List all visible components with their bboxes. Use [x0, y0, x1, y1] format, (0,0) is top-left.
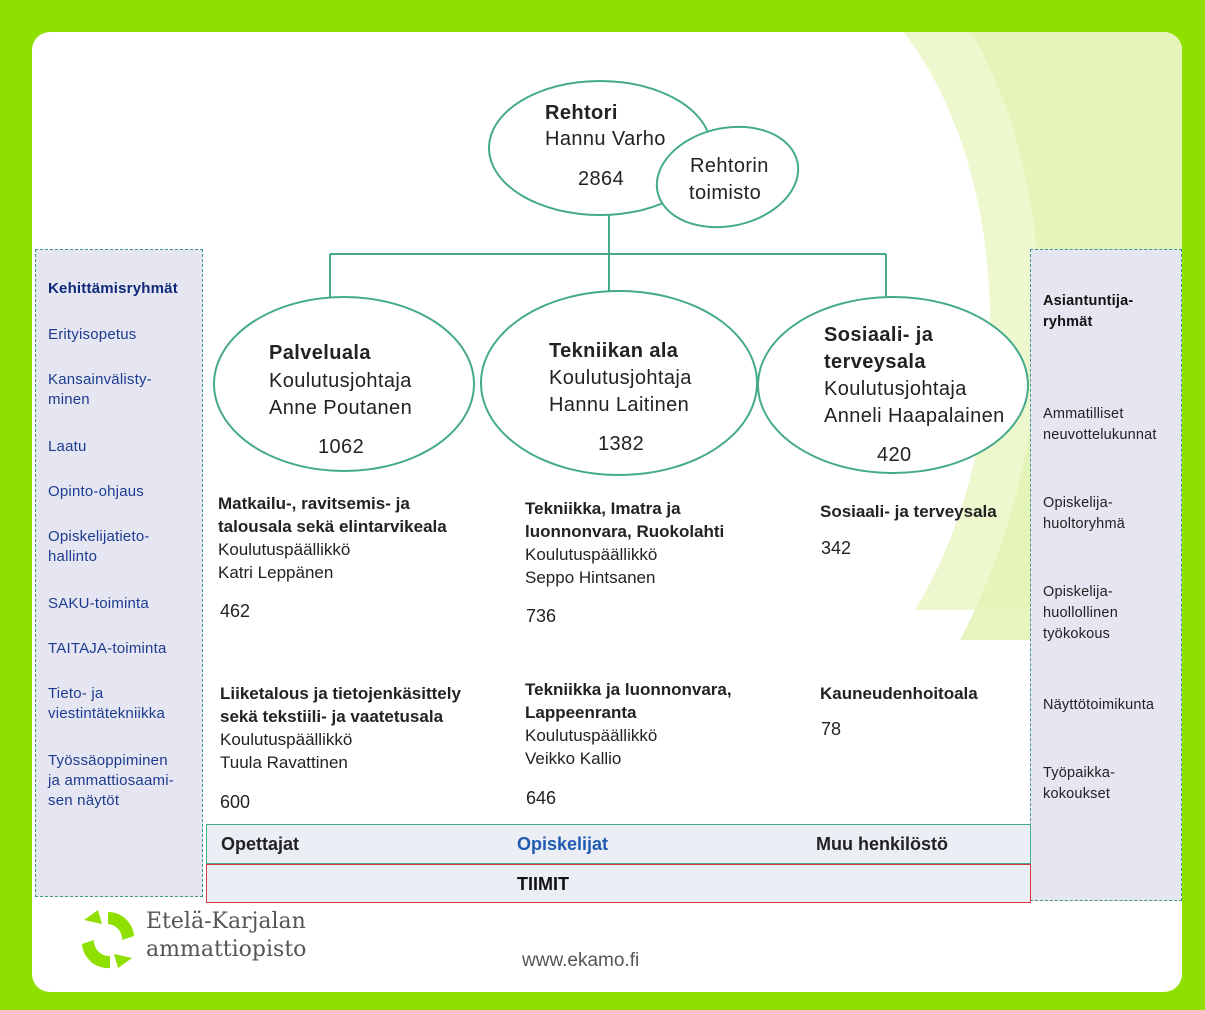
- teams-label: TIIMIT: [517, 874, 569, 894]
- unit-count: 736: [526, 606, 557, 626]
- expert-group-item: Työpaikka- kokoukset: [1043, 765, 1116, 802]
- unit-block: Tekniikka, Imatra ja luonnonvara, Ruokol…: [525, 497, 724, 589]
- unit-role: Koulutuspäällikkö: [218, 540, 351, 559]
- development-group-item: Työssäoppiminen ja ammattiosaami- sen nä…: [48, 752, 174, 809]
- division-head-name: Anne Poutanen: [269, 397, 413, 419]
- rector-count: 2864: [578, 168, 625, 190]
- unit-title: talousala sekä elintarvikeala: [218, 517, 447, 536]
- development-group-item: Opinto-ohjaus: [48, 483, 144, 500]
- organization-logo-text: Etelä-Karjalan ammattiopisto: [146, 908, 306, 964]
- division-count: 1382: [598, 433, 645, 455]
- unit-role: Koulutuspäällikkö: [220, 730, 353, 749]
- division-role: Koulutusjohtaja: [269, 370, 412, 392]
- unit-block: Kauneudenhoitoala: [820, 682, 978, 705]
- unit-block: Sosiaali- ja terveysala: [820, 500, 997, 523]
- development-group-item: Erityisopetus: [48, 326, 137, 343]
- unit-title: luonnonvara, Ruokolahti: [525, 522, 725, 541]
- other-staff-label: Muu henkilöstö: [816, 834, 948, 854]
- unit-count: 78: [821, 719, 842, 739]
- expert-group-item: Ammatilliset neuvottelukunnat: [1043, 406, 1157, 443]
- expert-group-item: Opiskelija- huollollinen työkokous: [1043, 584, 1118, 642]
- unit-title: sekä tekstiili- ja vaatetusala: [220, 707, 444, 726]
- expert-groups-panel: Asiantuntija- ryhmät Ammatilliset neuvot…: [1030, 249, 1182, 901]
- unit-block: Matkailu-, ravitsemis- ja talousala sekä…: [218, 492, 447, 584]
- development-groups-heading: Kehittämisryhmät: [48, 280, 178, 297]
- unit-title: Kauneudenhoitoala: [820, 684, 978, 703]
- expert-group-item: Opiskelija- huoltoryhmä: [1043, 495, 1125, 532]
- logo-line: Etelä-Karjalan: [146, 909, 306, 934]
- unit-title: Sosiaali- ja terveysala: [820, 502, 997, 521]
- division-title: Tekniikan ala: [549, 340, 679, 362]
- division-count: 1062: [318, 436, 365, 458]
- development-group-item: TAITAJA-toiminta: [48, 640, 167, 657]
- unit-role: Koulutuspäällikkö: [525, 545, 658, 564]
- expert-groups-heading: Asiantuntija- ryhmät: [1043, 293, 1134, 330]
- division-role: Koulutusjohtaja: [549, 367, 692, 389]
- teams-row: TIIMIT: [206, 864, 1031, 903]
- unit-title: Liiketalous ja tietojenkäsittely: [220, 684, 461, 703]
- expert-group-item: Näyttötoimikunta: [1043, 697, 1155, 713]
- unit-head-name: Katri Leppänen: [218, 563, 334, 582]
- development-group-item: Tieto- ja viestintätekniikka: [48, 685, 165, 722]
- personnel-row: Opettajat Opiskelijat Muu henkilöstö: [206, 824, 1031, 864]
- unit-title: Tekniikka, Imatra ja: [525, 499, 681, 518]
- development-group-item: Opiskelijatieto- hallinto: [48, 528, 150, 565]
- division-role: Koulutusjohtaja: [824, 378, 967, 400]
- unit-count: 342: [821, 538, 852, 558]
- division-title: Sosiaali- ja: [824, 324, 934, 346]
- website-link[interactable]: www.ekamo.fi: [522, 950, 640, 971]
- teachers-label: Opettajat: [221, 834, 300, 854]
- unit-count: 600: [220, 792, 251, 812]
- unit-block: Liiketalous ja tietojenkäsittely sekä te…: [220, 682, 461, 774]
- unit-head-name: Tuula Ravattinen: [220, 753, 348, 772]
- division-node: [213, 296, 475, 472]
- unit-role: Koulutuspäällikkö: [525, 726, 658, 745]
- unit-count: 646: [526, 788, 557, 808]
- division-head-name: Anneli Haapalainen: [824, 405, 1005, 427]
- division-node: [757, 296, 1029, 474]
- development-group-item: Kansainvälisty- minen: [48, 371, 152, 408]
- unit-title: Tekniikka ja luonnonvara,: [525, 680, 732, 699]
- logo-line: ammattiopisto: [146, 937, 307, 962]
- rector-office-label: Rehtorin: [690, 155, 769, 177]
- students-label: Opiskelijat: [517, 834, 609, 854]
- rector-office-label: toimisto: [689, 182, 762, 204]
- division-node: [480, 290, 758, 476]
- development-groups-panel: Kehittämisryhmät Erityisopetus Kansainvä…: [35, 249, 203, 897]
- unit-block: Tekniikka ja luonnonvara, Lappeenranta K…: [525, 678, 732, 770]
- ekamo-logo-icon: [82, 910, 134, 969]
- unit-title: Matkailu-, ravitsemis- ja: [218, 494, 410, 513]
- division-count: 420: [877, 444, 912, 466]
- unit-title: Lappeenranta: [525, 703, 637, 722]
- rector-name: Hannu Varho: [545, 128, 666, 150]
- development-group-item: Laatu: [48, 438, 87, 455]
- rector-title: Rehtori: [545, 102, 618, 124]
- division-title: terveysala: [824, 351, 926, 373]
- unit-head-name: Seppo Hintsanen: [525, 568, 656, 587]
- unit-count: 462: [220, 601, 251, 621]
- development-group-item: SAKU-toiminta: [48, 595, 149, 612]
- division-head-name: Hannu Laitinen: [549, 394, 690, 416]
- unit-head-name: Veikko Kallio: [525, 749, 622, 768]
- division-title: Palveluala: [269, 342, 371, 364]
